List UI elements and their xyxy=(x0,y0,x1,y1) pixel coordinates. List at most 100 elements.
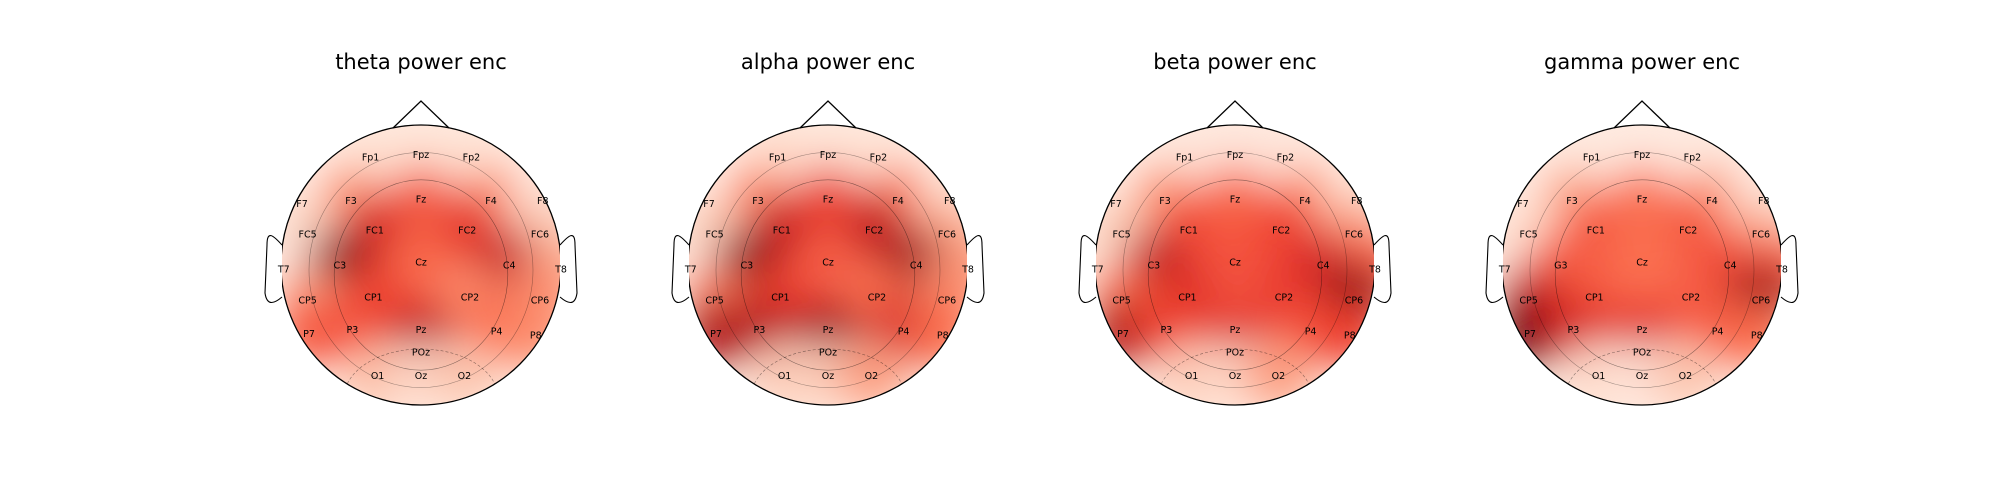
right-ear-outline xyxy=(1780,235,1799,304)
electrode-label: F8 xyxy=(537,196,549,207)
electrode-label: O2 xyxy=(458,371,472,382)
electrode-label: T8 xyxy=(961,265,974,276)
electrode-label: P7 xyxy=(710,329,722,340)
electrode-label: F4 xyxy=(1706,196,1718,207)
right-ear-outline xyxy=(559,235,578,304)
electrode-label: CP1 xyxy=(771,293,789,304)
electrode-label: Fp1 xyxy=(362,153,380,164)
electrode-label: F7 xyxy=(703,199,715,210)
electrode-label: P8 xyxy=(937,331,949,342)
electrode-label: CP1 xyxy=(1585,293,1603,304)
intensity-blob xyxy=(1608,228,1676,297)
electrode-label: F8 xyxy=(1758,196,1770,207)
electrode-label: F4 xyxy=(892,196,904,207)
electrode-label: Fp2 xyxy=(870,153,888,164)
electrode-label: P7 xyxy=(1117,329,1129,340)
contour-line xyxy=(1529,152,1755,388)
electrode-label: T7 xyxy=(277,265,290,276)
contour-line xyxy=(740,179,916,371)
electrode-label: C4 xyxy=(1724,261,1737,272)
electrode-label: FC2 xyxy=(1679,226,1697,237)
panel-title: gamma power enc xyxy=(1544,50,1740,74)
electrode-label: Pz xyxy=(823,325,834,336)
electrode-label: Oz xyxy=(1636,371,1648,382)
electrode-label: Cz xyxy=(1636,258,1648,269)
electrode-label: F4 xyxy=(1299,196,1311,207)
nose-outline xyxy=(1613,100,1671,129)
electrode-label: F8 xyxy=(944,196,956,207)
electrode-label: CP6 xyxy=(938,296,956,307)
electrode-label: T8 xyxy=(1775,265,1788,276)
electrode-label: O2 xyxy=(865,371,879,382)
electrode-label: Fz xyxy=(823,195,833,206)
electrode-label: P4 xyxy=(898,326,910,337)
electrode-label: P3 xyxy=(1568,325,1580,336)
electrode-label: Pz xyxy=(1637,325,1648,336)
electrode-label: FC1 xyxy=(1180,226,1198,237)
electrode-label: F8 xyxy=(1351,196,1363,207)
right-ear-outline xyxy=(966,235,985,304)
heatmap-field xyxy=(281,125,561,405)
heatmap-field xyxy=(1095,125,1375,405)
electrode-label: Oz xyxy=(415,371,427,382)
electrode-label: F3 xyxy=(1566,196,1578,207)
left-ear-outline xyxy=(1078,235,1097,304)
electrode-label: CP2 xyxy=(1682,293,1700,304)
electrode-label: Pz xyxy=(1230,325,1241,336)
electrode-label: CP1 xyxy=(1178,293,1196,304)
electrode-label: F7 xyxy=(296,199,308,210)
electrode-label: POz xyxy=(1226,347,1244,358)
electrode-label: Fp1 xyxy=(769,153,787,164)
electrode-label: Fp1 xyxy=(1176,153,1194,164)
contour-line xyxy=(1122,152,1348,388)
electrode-label: P4 xyxy=(1305,326,1317,337)
electrode-label: C3 xyxy=(1147,261,1160,272)
nose-outline xyxy=(1206,100,1264,129)
heatmap-field xyxy=(1502,125,1782,405)
electrode-label: FC1 xyxy=(366,226,384,237)
electrode-label: CP6 xyxy=(531,296,549,307)
electrode-label: CP1 xyxy=(364,293,382,304)
electrode-label: FC1 xyxy=(1587,226,1605,237)
electrode-label: CP5 xyxy=(1519,296,1537,307)
electrode-label: F7 xyxy=(1517,199,1529,210)
electrode-label: O2 xyxy=(1272,371,1286,382)
electrode-label: Cz xyxy=(415,258,427,269)
left-ear-outline xyxy=(671,235,690,304)
electrode-label: CP6 xyxy=(1752,296,1770,307)
electrode-label: POz xyxy=(1633,347,1651,358)
electrode-label: FC6 xyxy=(1752,230,1770,241)
electrode-label: P8 xyxy=(530,331,542,342)
contour-line xyxy=(1554,179,1730,371)
nose-outline xyxy=(799,100,857,129)
electrode-label: FC6 xyxy=(531,230,549,241)
contour-line xyxy=(333,179,509,371)
electrode-label: C3 xyxy=(740,261,753,272)
electrode-label: Fz xyxy=(416,195,426,206)
electrode-label: C4 xyxy=(910,261,923,272)
electrode-label: CP2 xyxy=(1275,293,1293,304)
electrode-label: F3 xyxy=(345,196,357,207)
electrode-label: CP5 xyxy=(1112,296,1130,307)
electrode-label: FC2 xyxy=(865,226,883,237)
contour-line xyxy=(1147,179,1323,371)
electrode-label: FC2 xyxy=(458,226,476,237)
electrode-label: Fpz xyxy=(820,150,836,161)
electrode-label: P7 xyxy=(303,329,315,340)
contour-line xyxy=(715,152,941,388)
left-ear-outline xyxy=(1485,235,1504,304)
electrode-label: P7 xyxy=(1524,329,1536,340)
electrode-label: C4 xyxy=(503,261,516,272)
electrode-label: F3 xyxy=(752,196,764,207)
electrode-label: POz xyxy=(412,347,430,358)
electrode-label: FC1 xyxy=(773,226,791,237)
electrode-label: P4 xyxy=(1712,326,1724,337)
electrode-label: C3 xyxy=(333,261,346,272)
electrode-label: Fpz xyxy=(1227,150,1243,161)
electrode-label: FC5 xyxy=(1520,230,1538,241)
electrode-label: CP5 xyxy=(705,296,723,307)
left-ear-outline xyxy=(264,235,283,304)
